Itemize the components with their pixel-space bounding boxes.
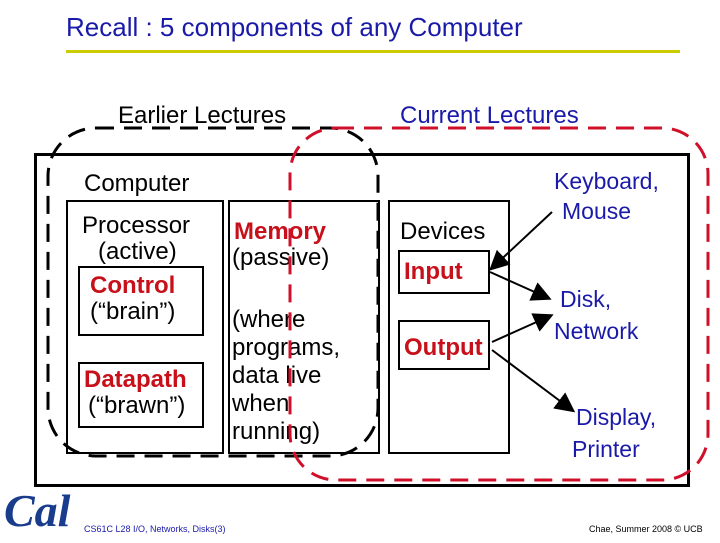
- earlier-lectures-region: [46, 126, 380, 458]
- datapath-box: [78, 362, 204, 428]
- memory-note-line-5: running): [232, 418, 321, 445]
- input-to-disk-arrow: [489, 271, 552, 301]
- output-box: [398, 320, 490, 370]
- control-brain-label: (“brain”): [90, 298, 176, 325]
- earlier-lectures-label: Earlier Lectures: [118, 102, 287, 129]
- output-to-network-arrow: [491, 313, 554, 343]
- processor-label: Processor: [82, 212, 191, 239]
- slide-title: Recall : 5 components of any Computer: [66, 12, 523, 42]
- footer-copyright: Chae, Summer 2008 © UCB: [589, 524, 703, 534]
- current-lectures-label: Current Lectures: [400, 102, 579, 129]
- keyboard-label: Keyboard,: [554, 168, 659, 194]
- disk-label: Disk,: [560, 286, 612, 312]
- cal-logo-text: Cal: [4, 485, 71, 536]
- memory-note-line-2: programs,: [232, 334, 341, 361]
- datapath-label: Datapath: [84, 366, 187, 393]
- processor-box: [66, 200, 224, 454]
- control-box: [78, 266, 204, 336]
- devices-box: [388, 200, 510, 454]
- memory-note-line-3: data live: [232, 362, 322, 389]
- processor-active-label: (active): [98, 238, 177, 265]
- input-box: [398, 250, 490, 294]
- computer-label: Computer: [84, 170, 190, 197]
- computer-box: [34, 153, 690, 487]
- output-to-display-arrow: [491, 349, 576, 413]
- current-lectures-region: [288, 126, 710, 482]
- memory-passive-label: (passive): [232, 244, 330, 271]
- memory-label: Memory: [234, 218, 327, 245]
- printer-label: Printer: [572, 436, 640, 462]
- display-label: Display,: [576, 404, 657, 430]
- memory-note-line-4: when: [232, 390, 290, 417]
- input-label: Input: [404, 258, 463, 285]
- title-underline: [66, 50, 680, 53]
- cal-logo: Cal: [2, 482, 82, 543]
- output-label: Output: [404, 334, 483, 361]
- datapath-brawn-label: (“brawn”): [88, 392, 186, 419]
- keyboard-to-input-arrow: [489, 211, 553, 271]
- mouse-label: Mouse: [562, 198, 632, 224]
- devices-label: Devices: [400, 218, 486, 245]
- control-label: Control: [90, 272, 176, 299]
- footer-course-label: CS61C L28 I/O, Networks, Disks(3): [84, 524, 226, 534]
- network-label: Network: [554, 318, 639, 344]
- memory-note-line-1: (where: [232, 306, 306, 333]
